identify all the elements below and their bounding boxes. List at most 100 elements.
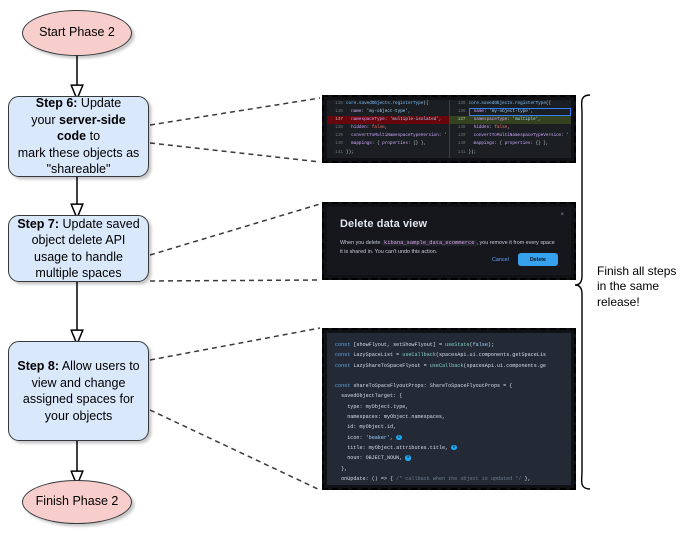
node-step-8[interactable]: Step 8: Allow users to view and change a…	[8, 341, 149, 441]
diff-line-code: convertToMultiNamespaceTypeVersion: '	[351, 133, 447, 139]
cancel-button[interactable]: Cancel	[492, 256, 509, 263]
diff-line-number: 140	[335, 141, 343, 147]
diff-line: 140 mappings: { properties: {} },	[450, 140, 572, 148]
node-step-8-text: Step 8: Allow users to view and change a…	[15, 358, 142, 424]
modal-object-name: kibana_sample_data_ecommerce	[381, 240, 477, 246]
diff-line: 138 hidden: false,	[450, 124, 572, 132]
diff-line-code: namespaceType: 'multiple',	[473, 117, 541, 123]
diff-line-code: });	[468, 149, 477, 155]
node-step-7[interactable]: Step 7: Update saved object delete API u…	[8, 215, 149, 282]
diff-line: 136 name: 'my-object-type',	[327, 108, 449, 116]
node-step-7-text: Step 7: Update saved object delete API u…	[15, 216, 142, 282]
modal-body-before: When you delete	[340, 240, 382, 246]
diff-line: 142}	[327, 157, 449, 159]
diff-line-number: 135	[335, 101, 343, 106]
diff-line-code: name: 'my-object-type',	[468, 108, 571, 117]
node-finish-phase-2[interactable]: Finish Phase 2	[22, 480, 132, 524]
step-6-line1: Update	[77, 96, 122, 111]
diff-line: 136 name: 'my-object-type',	[450, 108, 571, 117]
callout-step7-top	[149, 203, 321, 256]
step-6-bold: server-side code	[56, 112, 126, 144]
diff-line-number: 141	[457, 149, 466, 155]
diff-line-number: 138	[335, 125, 343, 131]
diff-line-number: 138	[457, 125, 466, 131]
callout-step6-bottom	[149, 142, 321, 163]
code-line: type: myObject.type,	[335, 403, 409, 410]
callout-step7-bottom	[149, 279, 321, 282]
diff-line-code: }	[346, 157, 449, 159]
diff-line-number: 141	[335, 149, 343, 155]
code-line: const LazyShareToSpaceFlyout = useCallba…	[335, 362, 546, 369]
diff-line-number: 139	[457, 133, 466, 139]
callout-step6-top	[149, 97, 321, 126]
release-note: Finish all steps in the same release!	[597, 264, 689, 310]
diff-line: 141});	[450, 149, 572, 157]
code-line: const [showFlyout, setShowFlyout] = useS…	[335, 342, 495, 348]
close-icon[interactable]: ×	[560, 212, 564, 218]
diff-line: 138 hidden: false,	[327, 124, 449, 132]
callout-step8-bottom	[149, 409, 321, 491]
modal-actions: Cancel Delete	[492, 253, 558, 266]
diff-line: 137 namespaceType: 'multiple-isolated',	[327, 116, 449, 125]
release-note-text: Finish all steps in the same release!	[597, 264, 677, 309]
code-line: const shareToSpaceFlyoutProps: ShareToSp…	[335, 383, 513, 390]
diff-line-code: }	[469, 157, 572, 159]
diff-line: 139 convertToMultiNamespaceTypeVersion: …	[450, 132, 572, 140]
diff-line-code: core.savedObjects.registerType({	[346, 101, 429, 106]
step-7-body: Update saved object delete API usage to …	[31, 216, 140, 281]
node-start-label: Start Phase 2	[39, 25, 115, 40]
grouping-brace	[574, 94, 591, 490]
screenshot-react-code[interactable]: const [showFlyout, setShowFlyout] = useS…	[322, 328, 576, 490]
diff-line: 141});	[327, 149, 449, 157]
diff-line-code: });	[346, 149, 354, 155]
diff-line-code: hidden: false,	[473, 125, 510, 131]
diff-line-code: core.savedObjects.registerType({	[468, 101, 552, 106]
code-line: namespaces: myObject.namespaces,	[335, 414, 446, 421]
diff-line-number: 142	[450, 157, 469, 159]
diff-line-number: 142	[327, 157, 346, 159]
callout-step8-top	[149, 327, 321, 361]
step-8-number: Step 8:	[17, 359, 60, 373]
diff-line-code: namespaceType: 'multiple-isolated',	[351, 117, 442, 123]
delete-button[interactable]: Delete	[517, 253, 558, 266]
react-code-block: const [showFlyout, setShowFlyout] = useS…	[327, 333, 571, 485]
code-callout-marker: 3	[405, 455, 411, 461]
diff-line-code: convertToMultiNamespaceTypeVersion: '	[473, 133, 570, 139]
diff-line: 137 namespaceType: 'multiple',	[449, 116, 571, 125]
node-step-6[interactable]: Step 6: Update your server-side code to …	[8, 96, 149, 177]
code-line	[335, 371, 563, 381]
diff-line-number: 136	[457, 109, 466, 115]
diff-line-code: hidden: false,	[351, 125, 388, 131]
diff-line: 139 convertToMultiNamespaceTypeVersion: …	[327, 132, 449, 140]
code-callout-marker: 1	[396, 434, 402, 441]
diff-line-number: 136	[335, 109, 343, 115]
diff-line-number: 140	[457, 141, 466, 147]
code-callout-marker: 2	[451, 444, 457, 451]
node-start-phase-2[interactable]: Start Phase 2	[22, 10, 132, 56]
diff-line-number: 137	[335, 117, 343, 123]
code-line: noun: OBJECT_NOUN, 3	[335, 455, 411, 462]
code-line: const LazySpaceList = useCallback(spaces…	[335, 352, 546, 359]
diff-line-code: mappings: { properties: {} },	[473, 141, 549, 147]
code-line: title: myObject.attributes.title, 2	[335, 444, 457, 451]
node-step-6-text: Step 6: Update your server-side code to …	[17, 96, 140, 177]
diff-line-number: 135	[457, 101, 466, 106]
code-line: onUpdate: () => { /* callback when the o…	[335, 475, 531, 482]
node-finish-label: Finish Phase 2	[35, 494, 119, 509]
diff-line: 140 mappings: { properties: {} },	[327, 140, 449, 148]
screenshot-delete-modal[interactable]: × Delete data view When you delete kiban…	[322, 202, 576, 280]
delete-data-view-modal: × Delete data view When you delete kiban…	[327, 207, 571, 275]
modal-title: Delete data view	[340, 218, 428, 230]
code-line: savedObjectTarget: {	[335, 393, 403, 400]
code-line: icon: 'beaker', 1	[335, 434, 402, 441]
step-8-body: Allow users to view and change assigned …	[22, 359, 140, 423]
diff-line: 142}	[450, 157, 572, 159]
